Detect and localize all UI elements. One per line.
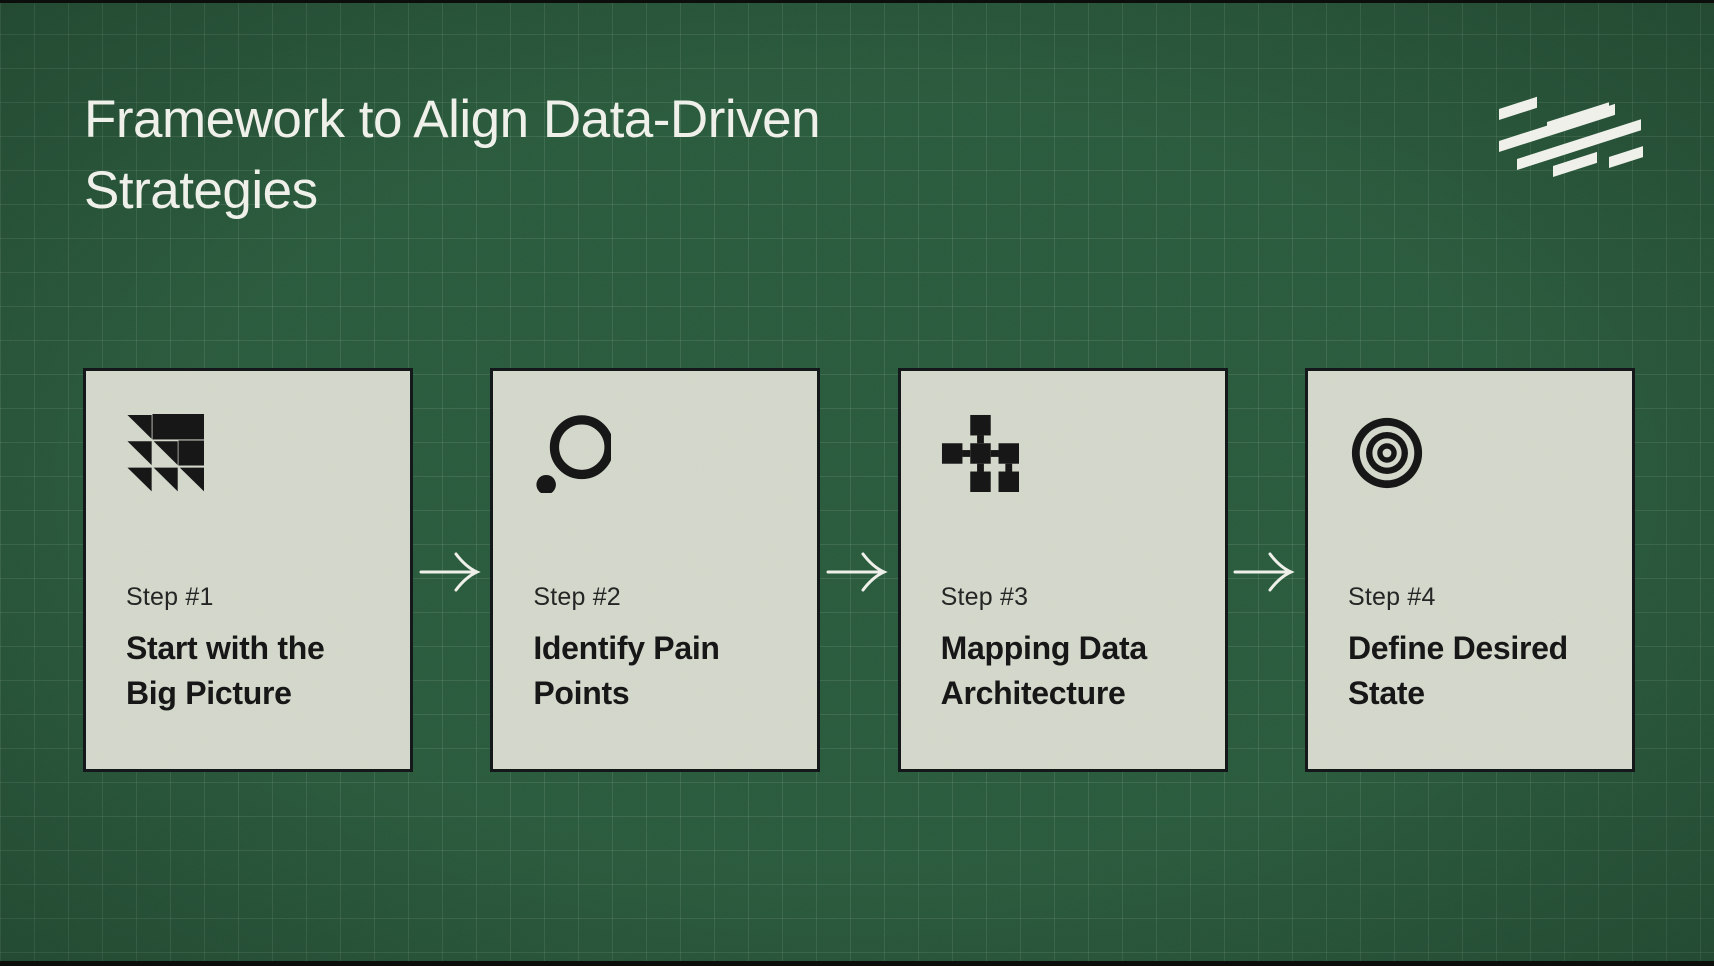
step-title-line-2: Architecture — [940, 675, 1126, 711]
step-card-1: Step #1 Start with the Big Picture — [83, 368, 413, 772]
step-title-line-1: Start with the — [126, 630, 325, 666]
flow-arrow-2 — [820, 549, 897, 595]
step-title: Mapping Data Architecture — [941, 626, 1187, 716]
target-bullseye-icon — [1348, 413, 1426, 493]
step-title-line-1: Mapping Data — [940, 630, 1147, 666]
steps-row: Step #1 Start with the Big Picture — [0, 368, 1714, 772]
step-title-line-1: Define Desired — [1347, 630, 1568, 666]
step-label: Step #2 — [533, 583, 621, 611]
right-arrow-icon — [826, 552, 888, 592]
network-nodes-icon — [941, 413, 1019, 493]
step-title-line-2: Points — [533, 675, 630, 711]
step-title: Define Desired State — [1348, 626, 1594, 716]
step-label: Step #3 — [940, 583, 1029, 611]
step-title-line-1: Identify Pain — [533, 630, 720, 666]
step-title-line-2: Big Picture — [126, 675, 292, 711]
step-title: Identify Pain Points — [533, 626, 779, 716]
diagonal-hatch-stripes-logo — [1497, 95, 1643, 177]
right-arrow-icon — [419, 552, 481, 592]
bottom-frame-bar — [0, 961, 1714, 966]
step-card-2: Step #2 Identify Pain Points — [490, 368, 821, 772]
step-title-line-2: State — [1347, 675, 1425, 711]
page-title-line-2: Strategies — [84, 161, 318, 220]
flow-arrow-3 — [1228, 549, 1305, 595]
triangle-grid-icon — [126, 413, 204, 493]
top-frame-bar — [0, 0, 1714, 3]
step-title: Start with the Big Picture — [126, 626, 372, 716]
step-label: Step #4 — [1347, 583, 1436, 611]
step-label: Step #1 — [126, 583, 214, 611]
step-card-3: Step #3 Mapping Data Architecture — [897, 368, 1228, 772]
flow-arrow-1 — [413, 549, 490, 595]
right-arrow-icon — [1233, 552, 1296, 592]
circle-orbit-icon — [533, 413, 612, 493]
page-title-line-1: Framework to Align Data-Driven — [84, 90, 821, 149]
page-title: Framework to Align Data-Driven Strategie… — [84, 84, 821, 226]
step-card-4: Step #4 Define Desired State — [1304, 368, 1635, 772]
